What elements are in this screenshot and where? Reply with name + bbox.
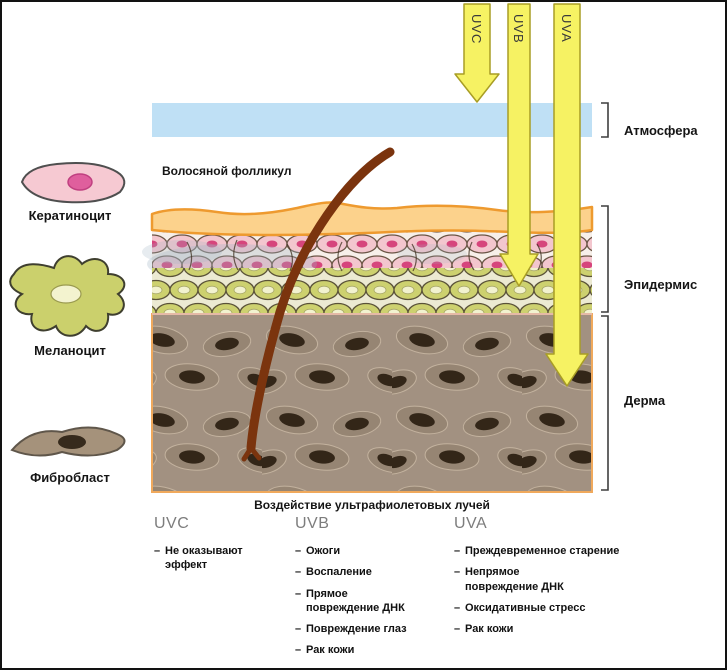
melanocyte-label: Меланоцит — [34, 343, 106, 358]
uva-arrow — [545, 3, 589, 387]
effect-item: – Преждевременное старение — [454, 545, 620, 557]
bullet-dash: – — [295, 623, 302, 636]
fibroblast-cell — [10, 426, 126, 457]
uvb-effects-column: UVB – Ожоги – Воспаление – Прямое повреж… — [295, 515, 437, 665]
epidermis-basal-layer — [152, 268, 592, 314]
effect-item: – Повреждение глаз — [295, 623, 407, 636]
bullet-dash: – — [295, 644, 302, 657]
keratinocyte-cell — [20, 162, 126, 204]
stratum-corneum-layer — [150, 201, 594, 237]
effect-item: – Прямое повреждение ДНК — [295, 587, 405, 614]
uvb-column-header: UVB — [295, 515, 330, 532]
uva-effects-column: UVA – Преждевременное старение – Непрямо… — [454, 515, 659, 643]
dermis-bracket — [601, 315, 609, 491]
bullet-dash: – — [154, 545, 161, 557]
uvc-effects-column: UVC – Не оказывают эффект — [154, 515, 276, 580]
fibroblast-label: Фибробласт — [30, 470, 110, 485]
keratinocyte-label: Кератиноцит — [28, 208, 112, 223]
bullet-dash: – — [454, 566, 461, 579]
uvc-column-header: UVC — [154, 515, 190, 532]
atmosphere-label: Атмосфера — [624, 123, 698, 138]
uvb-arrow-label: UVB — [511, 14, 526, 44]
uvc-arrow — [454, 3, 500, 103]
effect-item: – Рак кожи — [454, 623, 514, 636]
epidermis-bracket — [601, 205, 609, 313]
effect-item: – Непрямое повреждение ДНК — [454, 566, 564, 593]
uvc-arrow-label: UVC — [469, 14, 484, 44]
epidermis-label: Эпидермис — [624, 277, 698, 292]
hair-follicle — [241, 147, 395, 462]
effect-item: – Воспаление — [295, 566, 372, 579]
effect-item: – Ожоги — [295, 545, 341, 557]
effect-item: – Рак кожи — [295, 644, 355, 657]
uva-column-header: UVA — [454, 515, 488, 532]
uva-arrow-label: UVA — [559, 14, 574, 43]
effect-item: – Не оказывают эффект — [154, 545, 243, 572]
atmosphere-bracket — [601, 102, 609, 138]
dermis-label: Дерма — [624, 393, 666, 408]
melanocyte-cell — [9, 255, 126, 337]
melanocyte-dendrites — [186, 239, 542, 272]
hair-follicle-label: Волосяной фолликул — [162, 164, 292, 178]
bullet-dash: – — [454, 623, 461, 636]
effect-item: – Оксидативные стресс — [454, 601, 586, 614]
bullet-dash: – — [454, 545, 461, 557]
bullet-dash: – — [295, 545, 302, 557]
uvb-arrow — [499, 3, 539, 287]
bullet-dash: – — [295, 587, 302, 600]
bullet-dash: – — [454, 601, 461, 614]
diagram-caption: Воздействие ультрафиолетовых лучей — [254, 498, 490, 512]
dermis-layer — [151, 313, 593, 493]
bullet-dash: – — [295, 566, 302, 579]
